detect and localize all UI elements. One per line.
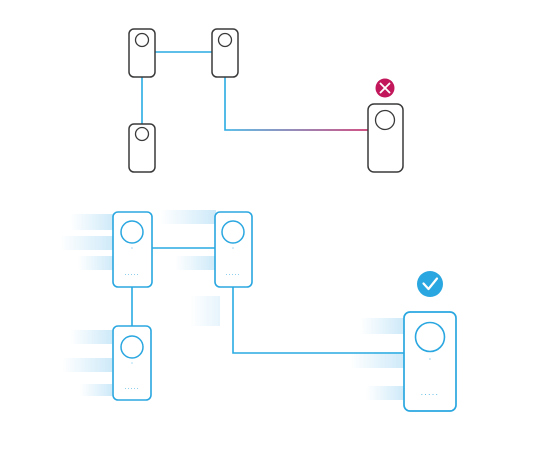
close-icon xyxy=(375,78,395,98)
bottom-link-2-4 xyxy=(232,287,404,354)
svg-text:•: • xyxy=(232,246,234,250)
top-device-3 xyxy=(128,123,156,173)
svg-text:•: • xyxy=(131,246,133,250)
top-device-1 xyxy=(128,28,156,78)
svg-text:.....: ..... xyxy=(421,388,440,397)
svg-text:.....: ..... xyxy=(226,270,241,277)
top-device-4 xyxy=(367,103,404,173)
check-icon xyxy=(417,271,443,297)
bottom-device-3: • ..... xyxy=(112,325,152,401)
top-device-2 xyxy=(211,28,239,78)
top-diagram xyxy=(128,28,404,173)
bottom-device-2: • ..... xyxy=(214,211,253,288)
motion-trails xyxy=(60,210,404,400)
bottom-device-1: • ..... xyxy=(112,211,153,288)
bottom-device-4: • ..... xyxy=(403,311,457,412)
svg-text:•: • xyxy=(131,361,133,365)
top-link-2-4 xyxy=(224,77,368,131)
svg-text:.....: ..... xyxy=(125,270,140,277)
svg-text:•: • xyxy=(429,356,431,361)
svg-text:.....: ..... xyxy=(125,384,140,391)
bottom-diagram: • ..... • ..... • ..... • ..... xyxy=(60,210,457,412)
